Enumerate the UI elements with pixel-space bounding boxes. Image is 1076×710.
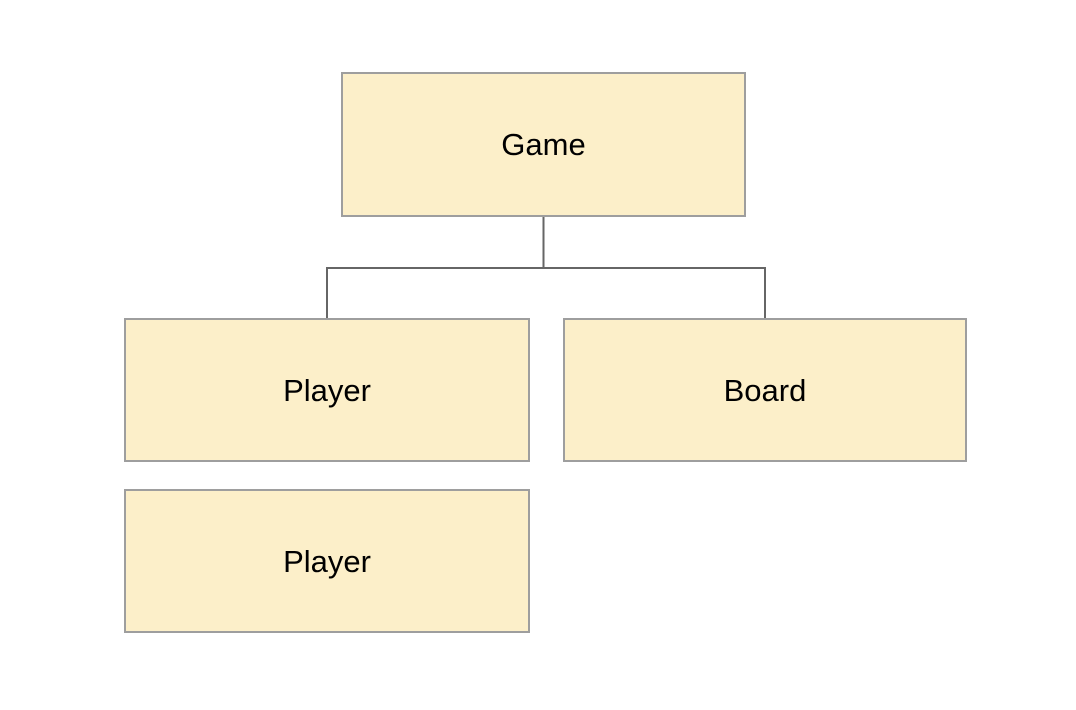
node-player-2[interactable]: Player [124,489,530,633]
node-player-2-label: Player [283,543,371,579]
node-game[interactable]: Game [341,72,746,217]
node-player-1-label: Player [283,372,371,408]
node-board-label: Board [723,372,807,408]
node-game-label: Game [501,127,586,162]
node-board[interactable]: Board [563,318,967,462]
node-player-1[interactable]: Player [124,318,530,462]
